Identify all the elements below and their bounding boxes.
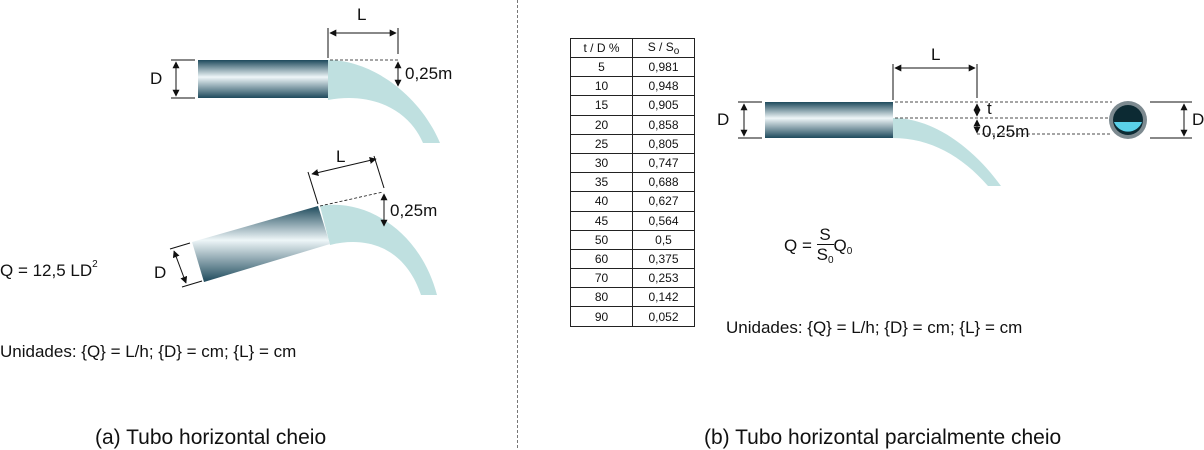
tilted-D-ext-bottom	[181, 280, 203, 288]
top-drop-label: 0,25m	[405, 64, 453, 83]
table-cell-td: 15	[570, 95, 633, 116]
top-pipe	[198, 60, 328, 98]
table-cell-ss: 0,5	[632, 229, 695, 250]
formula-b-q: Q0	[833, 235, 853, 257]
partial-L-label: L	[931, 45, 941, 64]
table-cell-ss: 0,142	[632, 287, 695, 308]
table-cell-ss: 0,564	[632, 210, 695, 231]
tilted-D-label: D	[154, 263, 167, 282]
table-cell-ss: 0,253	[632, 268, 695, 289]
tilted-top-ref	[319, 191, 384, 207]
tilted-L-ext-left	[307, 171, 319, 205]
tilted-pipe-group	[169, 155, 437, 295]
table-cell-ss: 0,948	[632, 76, 695, 97]
formula-a-exp: 2	[92, 259, 98, 270]
partial-water-jet	[893, 118, 1001, 186]
table-cell-td: 70	[570, 268, 633, 289]
section-D-label: D	[1192, 110, 1204, 129]
formula-a: Q = 12,5 LD2	[0, 259, 98, 281]
partial-drop-label: 0,25m	[982, 122, 1030, 141]
partial-pipe	[765, 102, 893, 138]
top-water-jet	[328, 60, 440, 143]
formula-a-lhs: Q = 12,5 LD	[0, 261, 93, 280]
table-cell-td: 40	[570, 191, 633, 212]
table-cell-ss: 0,627	[632, 191, 695, 212]
table-cell-ss: 0,052	[632, 306, 695, 327]
table-cell-td: 45	[570, 210, 633, 231]
table-cell-ss: 0,747	[632, 152, 695, 174]
tilted-D-arrow	[172, 250, 188, 284]
t-label: t	[987, 99, 992, 118]
table-cell-ss: 0,688	[632, 172, 695, 193]
table-cell-td: 30	[570, 152, 633, 174]
table-cell-td: 60	[570, 248, 633, 270]
table-cell-td: 20	[570, 114, 633, 135]
table-cell-td: 5	[570, 56, 633, 78]
table-cell-ss: 0,375	[632, 248, 695, 270]
top-D-label: D	[150, 69, 163, 88]
tilted-pipe	[192, 206, 330, 282]
table-header-ss: S / So	[632, 38, 695, 58]
table-cell-td: 25	[570, 133, 633, 154]
top-L-label: L	[357, 5, 367, 24]
section-water	[1114, 122, 1142, 132]
partial-pipe-group	[738, 64, 1192, 186]
table-cell-ss: 0,981	[632, 56, 695, 78]
tilted-L-label: L	[336, 147, 346, 166]
formula-b-num: S	[816, 226, 834, 245]
table-cell-td: 50	[570, 229, 633, 250]
table-header-td: t / D %	[570, 38, 633, 58]
table-cell-td: 80	[570, 287, 633, 308]
table-cell-td: 10	[570, 76, 633, 97]
tilted-water-jet	[320, 204, 437, 295]
table-header-row: t / D % S / So	[570, 38, 695, 58]
caption-b: (b) Tubo horizontal parcialmente cheio	[704, 426, 1062, 449]
tilted-D-ext-top	[169, 242, 191, 250]
formula-b-den: S0	[816, 245, 834, 266]
caption-a: (a) Tubo horizontal cheio	[95, 426, 327, 449]
table-cell-td: 35	[570, 172, 633, 193]
formula-b-fraction: S S0	[816, 226, 834, 266]
tilted-L-ext-right	[373, 155, 385, 189]
units-a: Unidades: {Q} = L/h; {D} = cm; {L} = cm	[0, 342, 297, 361]
formula-b-lhs: Q =	[784, 236, 812, 255]
panel-divider	[517, 0, 518, 448]
units-b: Unidades: {Q} = L/h; {D} = cm; {L} = cm	[726, 318, 1023, 337]
top-pipe-group	[171, 28, 440, 143]
table-cell-td: 90	[570, 306, 633, 327]
table-cell-ss: 0,858	[632, 114, 695, 135]
tilted-L-arrow	[311, 157, 377, 176]
tilted-drop-label: 0,25m	[390, 201, 438, 220]
table-cell-ss: 0,905	[632, 95, 695, 116]
table-cell-ss: 0,805	[632, 133, 695, 154]
formula-b: Q = S S0 Q0	[784, 226, 852, 266]
partial-D-label: D	[717, 110, 730, 129]
